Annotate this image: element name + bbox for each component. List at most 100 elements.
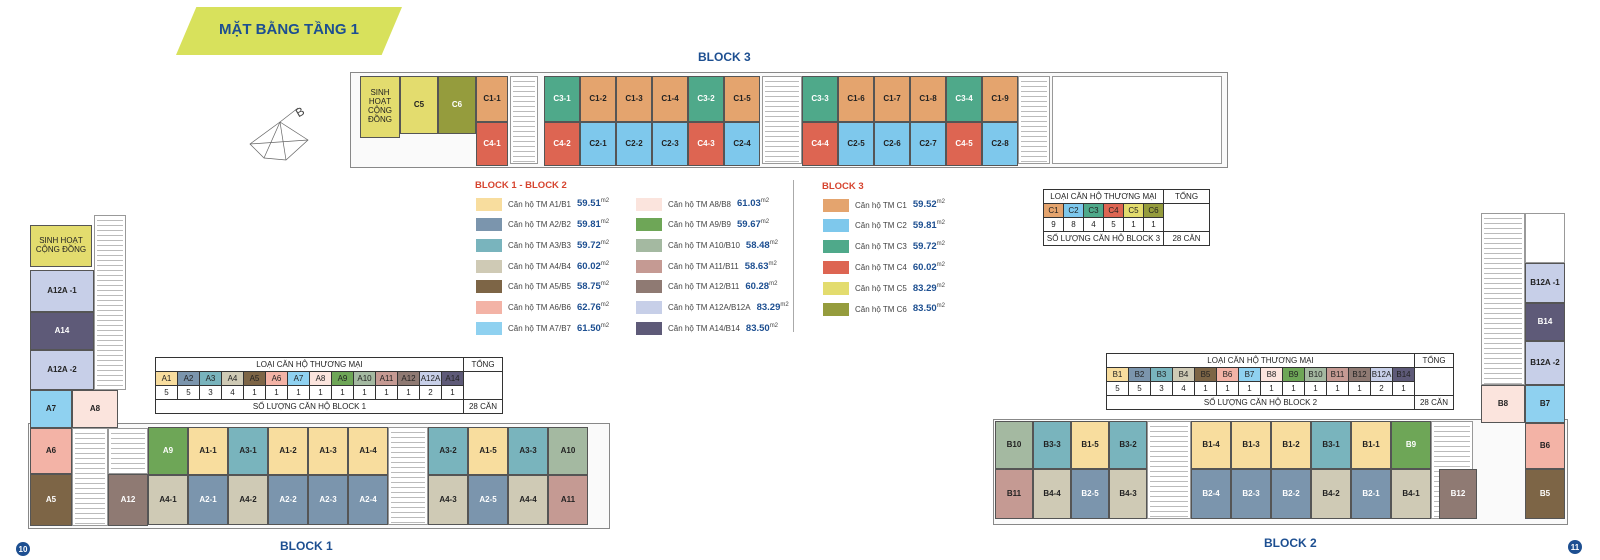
unit-a2-3[interactable]: A2-3 (308, 475, 348, 525)
unit-c1-5[interactable]: C1-5 (724, 76, 760, 122)
legend-label: Căn hộ TM C2 (855, 221, 907, 231)
unit-c5[interactable]: C5 (400, 76, 438, 134)
unit-a1-5[interactable]: A1-5 (468, 427, 508, 475)
unit-b8[interactable]: B8 (1481, 385, 1525, 423)
unit-c1-4[interactable]: C1-4 (652, 76, 688, 122)
unit-a14[interactable]: A14 (30, 312, 94, 350)
unit-b12a-1[interactable]: B12A -1 (1525, 263, 1565, 303)
unit-c2-5[interactable]: C2-5 (838, 122, 874, 166)
unit-a4-4[interactable]: A4-4 (508, 475, 548, 525)
unit-a12a-1[interactable]: A12A -1 (30, 270, 94, 312)
unit-c2-4[interactable]: C2-4 (724, 122, 760, 166)
unit-b4-2[interactable]: B4-2 (1311, 469, 1351, 519)
summary-count: 5 (1106, 381, 1129, 396)
unit-a12a-2[interactable]: A12A -2 (30, 350, 94, 390)
unit-c4-3[interactable]: C4-3 (688, 122, 724, 166)
unit-b2-4[interactable]: B2-4 (1191, 469, 1231, 519)
unit-b2-1[interactable]: B2-1 (1351, 469, 1391, 519)
unit-b14[interactable]: B14 (1525, 303, 1565, 341)
unit-a3-3[interactable]: A3-3 (508, 427, 548, 475)
summary-type-a4: A4 (221, 371, 244, 386)
unit-c4-2[interactable]: C4-2 (544, 122, 580, 166)
unit-b1-5[interactable]: B1-5 (1071, 421, 1109, 469)
summary-type-c1: C1 (1043, 203, 1064, 218)
unit-a1-3[interactable]: A1-3 (308, 427, 348, 475)
unit-a2-4[interactable]: A2-4 (348, 475, 388, 525)
unit-c4-4[interactable]: C4-4 (802, 122, 838, 166)
unit-c2-6[interactable]: C2-6 (874, 122, 910, 166)
unit-b3-1[interactable]: B3-1 (1311, 421, 1351, 469)
unit-b4-3[interactable]: B4-3 (1109, 469, 1147, 519)
unit-c6[interactable]: C6 (438, 76, 476, 134)
unit-a4-1[interactable]: A4-1 (148, 475, 188, 525)
unit-b9[interactable]: B9 (1391, 421, 1431, 469)
summary-type-b9: B9 (1282, 367, 1305, 382)
unit-a2-5[interactable]: A2-5 (468, 475, 508, 525)
summary-type-a12a: A12A (419, 371, 442, 386)
unit-a1-2[interactable]: A1-2 (268, 427, 308, 475)
unit-b12[interactable]: B12 (1439, 469, 1477, 519)
summary-count: 1 (1194, 381, 1217, 396)
unit-b5[interactable]: B5 (1525, 469, 1565, 519)
unit-a2-1[interactable]: A2-1 (188, 475, 228, 525)
unit-b1-1[interactable]: B1-1 (1351, 421, 1391, 469)
unit-a7[interactable]: A7 (30, 390, 72, 428)
unit-c1-2[interactable]: C1-2 (580, 76, 616, 122)
unit-c1-7[interactable]: C1-7 (874, 76, 910, 122)
unit-b2-2[interactable]: B2-2 (1271, 469, 1311, 519)
unit-a3-1[interactable]: A3-1 (228, 427, 268, 475)
unit-c1-6[interactable]: C1-6 (838, 76, 874, 122)
summary-count: 1 (397, 385, 420, 400)
unit-a2-2[interactable]: A2-2 (268, 475, 308, 525)
unit-b11[interactable]: B11 (995, 469, 1033, 519)
legend-area: 60.02m2 (577, 260, 610, 272)
unit-a5[interactable]: A5 (30, 474, 72, 526)
unit-a9[interactable]: A9 (148, 427, 188, 475)
unit-c4-5[interactable]: C4-5 (946, 122, 982, 166)
unit-c2-7[interactable]: C2-7 (910, 122, 946, 166)
unit-b2-5[interactable]: B2-5 (1071, 469, 1109, 519)
unit-c2-3[interactable]: C2-3 (652, 122, 688, 166)
legend-label: Căn hộ TM A1/B1 (508, 199, 571, 209)
legend-label: Căn hộ TM C5 (855, 283, 907, 293)
unit-a6[interactable]: A6 (30, 428, 72, 474)
unit-b2-3[interactable]: B2-3 (1231, 469, 1271, 519)
summary-type-a10: A10 (353, 371, 376, 386)
unit-a1-4[interactable]: A1-4 (348, 427, 388, 475)
unit-b12a-2[interactable]: B12A -2 (1525, 341, 1565, 385)
unit-b10[interactable]: B10 (995, 421, 1033, 469)
unit-a3-2[interactable]: A3-2 (428, 427, 468, 475)
unit-c3-2[interactable]: C3-2 (688, 76, 724, 122)
unit-b4-1[interactable]: B4-1 (1391, 469, 1431, 519)
unit-c4-1[interactable]: C4-1 (476, 122, 508, 166)
unit-c2-2[interactable]: C2-2 (616, 122, 652, 166)
unit-b3-3[interactable]: B3-3 (1033, 421, 1071, 469)
unit-c1-1[interactable]: C1-1 (476, 76, 508, 122)
unit-a4-3[interactable]: A4-3 (428, 475, 468, 525)
unit-a12[interactable]: A12 (108, 474, 148, 526)
unit-b6[interactable]: B6 (1525, 423, 1565, 469)
unit-a11[interactable]: A11 (548, 475, 588, 525)
unit-b7[interactable]: B7 (1525, 385, 1565, 423)
unit-a1-1[interactable]: A1-1 (188, 427, 228, 475)
unit-b1-3[interactable]: B1-3 (1231, 421, 1271, 469)
unit-c1-9[interactable]: C1-9 (982, 76, 1018, 122)
unit-c2-1[interactable]: C2-1 (580, 122, 616, 166)
unit-c3-1[interactable]: C3-1 (544, 76, 580, 122)
unit-a10[interactable]: A10 (548, 427, 588, 475)
unit-c1-8[interactable]: C1-8 (910, 76, 946, 122)
unit-b3-2[interactable]: B3-2 (1109, 421, 1147, 469)
unit-a4-2[interactable]: A4-2 (228, 475, 268, 525)
unit-b1-4[interactable]: B1-4 (1191, 421, 1231, 469)
unit-c2-8[interactable]: C2-8 (982, 122, 1018, 166)
legend-swatch (823, 302, 849, 316)
unit-c3-3[interactable]: C3-3 (802, 76, 838, 122)
unit-c1-3[interactable]: C1-3 (616, 76, 652, 122)
unit-b4-4[interactable]: B4-4 (1033, 469, 1071, 519)
legend-divider (793, 180, 794, 332)
unit-c3-4[interactable]: C3-4 (946, 76, 982, 122)
unit-b1-2[interactable]: B1-2 (1271, 421, 1311, 469)
unit-a8[interactable]: A8 (72, 390, 118, 428)
legend-area: 59.72m2 (577, 239, 610, 251)
